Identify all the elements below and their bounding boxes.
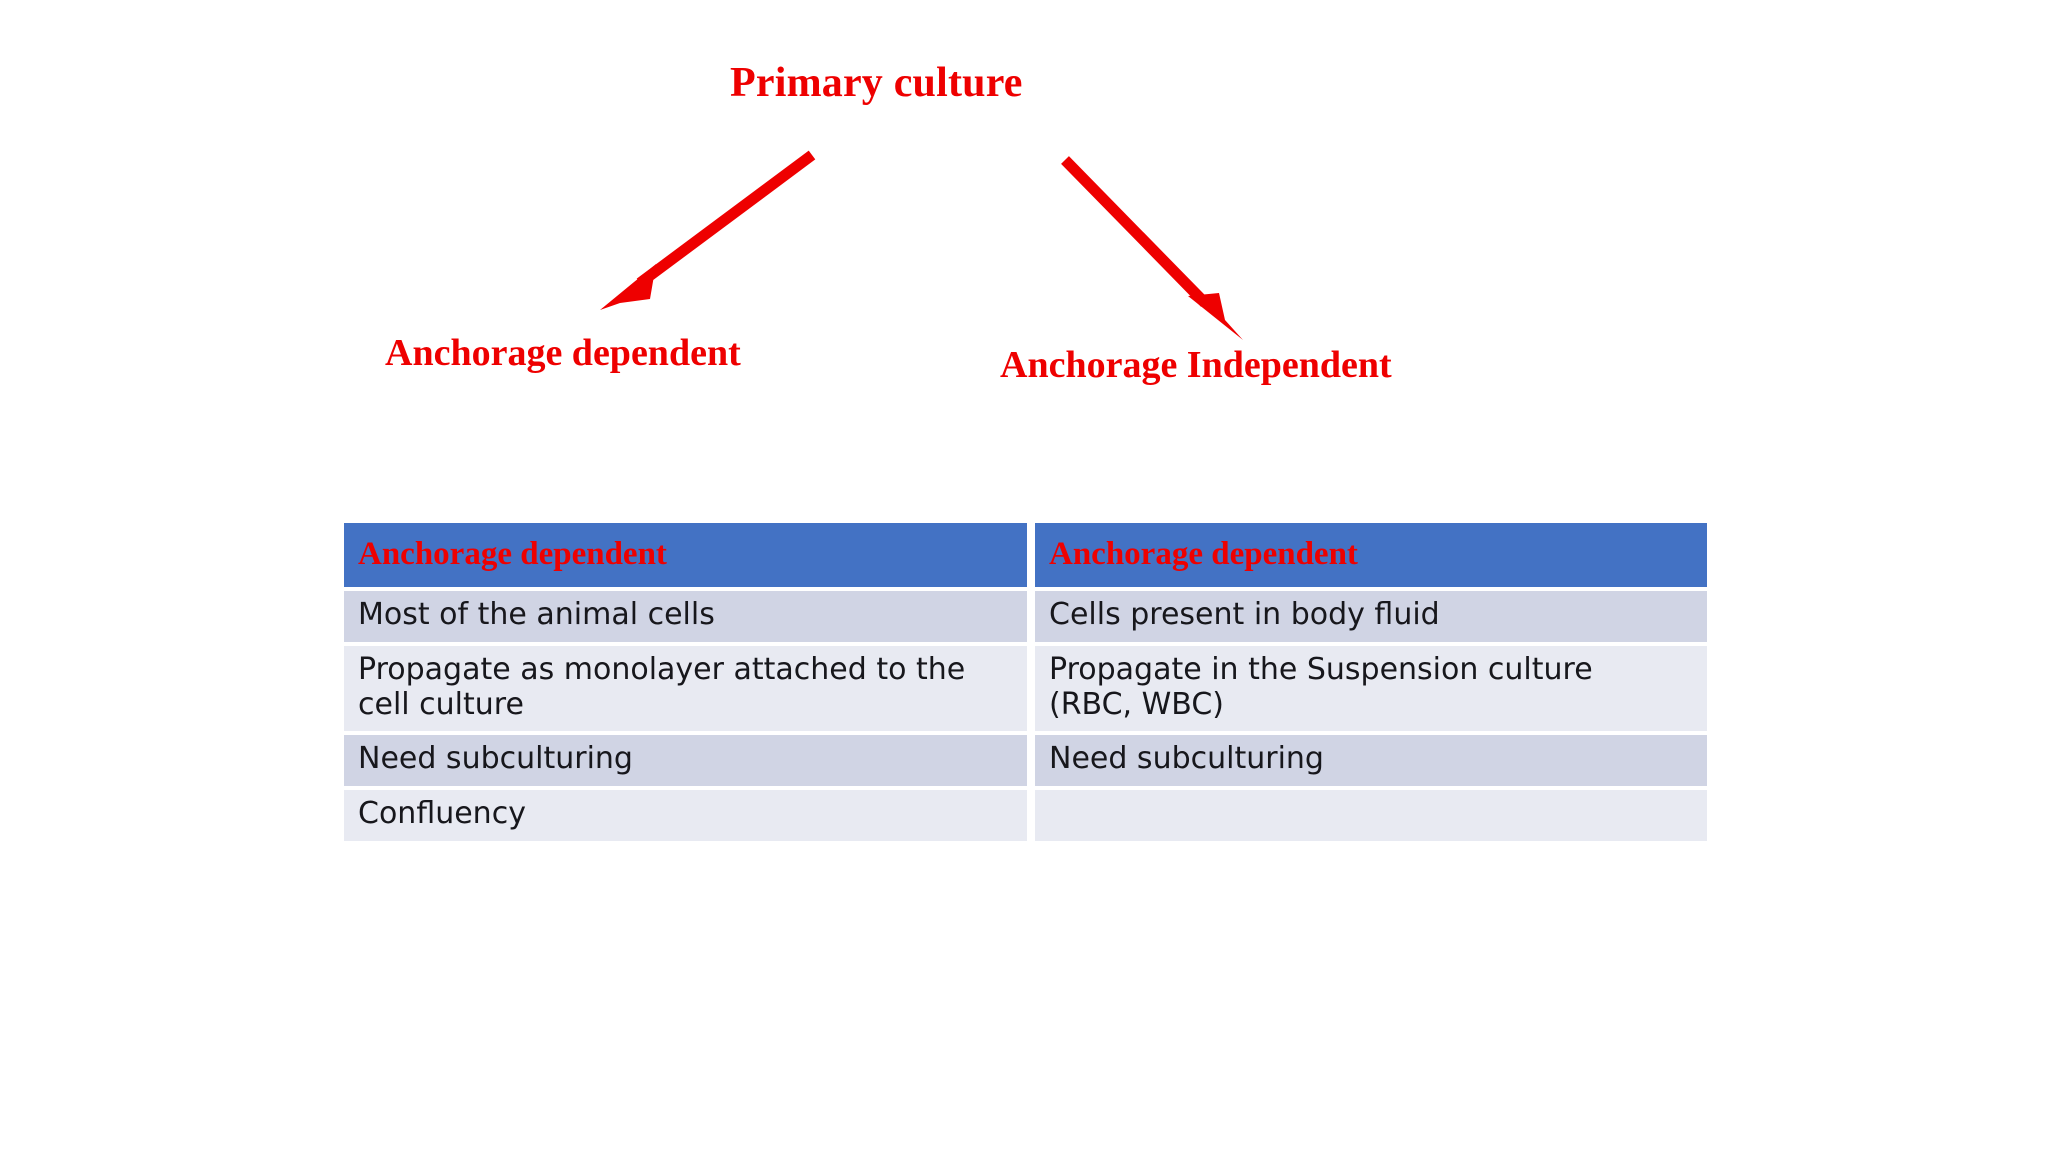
arrow-to-anchorage-dependent	[600, 150, 816, 310]
table-cell-right: Cells present in body fluid	[1035, 591, 1707, 646]
table-cell-left: Most of the animal cells	[344, 591, 1027, 646]
diagram-node-anchorage-independent: Anchorage Independent	[1000, 344, 1392, 386]
table-cell-right: Need subculturing	[1035, 735, 1707, 791]
primary-culture-diagram: Primary culture Anchorage dependent Anch…	[0, 0, 2048, 470]
table-cell-line-2: (RBC, WBC)	[1049, 686, 1224, 722]
arrow-to-anchorage-independent	[1061, 156, 1243, 340]
table-row: Need subculturing Need subculturing	[344, 735, 1707, 791]
table-row: Most of the animal cells Cells present i…	[344, 591, 1707, 646]
diagram-node-primary-culture: Primary culture	[730, 60, 1023, 106]
table-column-divider	[1027, 790, 1035, 845]
table-column-divider	[1027, 735, 1035, 791]
table-cell-left: Propagate as monolayer attached to the c…	[344, 645, 1027, 736]
table-cell-line-2: cell culture	[358, 686, 524, 722]
table-header-right: Anchorage dependent	[1035, 523, 1707, 591]
diagram-node-anchorage-dependent: Anchorage dependent	[385, 332, 741, 374]
table-cell-left: Confluency	[344, 790, 1027, 845]
diagram-arrows	[600, 150, 1243, 340]
table-header-left: Anchorage dependent	[344, 523, 1027, 591]
table-column-divider	[1027, 591, 1035, 646]
table-row: Confluency	[344, 790, 1707, 845]
table-cell-right: Propagate in the Suspension culture (RBC…	[1035, 645, 1707, 736]
table-column-divider	[1027, 645, 1035, 736]
table-header-row: Anchorage dependent Anchorage dependent	[344, 523, 1707, 591]
table-cell-line-1: Propagate in the Suspension culture	[1049, 651, 1593, 687]
table-cell-left: Need subculturing	[344, 735, 1027, 791]
table-cell-line-1: Propagate as monolayer attached to the	[358, 651, 966, 687]
comparison-table-container: Anchorage dependent Anchorage dependent …	[344, 523, 1707, 845]
table-row: Propagate as monolayer attached to the c…	[344, 645, 1707, 736]
table-column-divider	[1027, 523, 1035, 591]
comparison-table: Anchorage dependent Anchorage dependent …	[344, 523, 1707, 845]
table-cell-right-empty	[1035, 790, 1707, 845]
